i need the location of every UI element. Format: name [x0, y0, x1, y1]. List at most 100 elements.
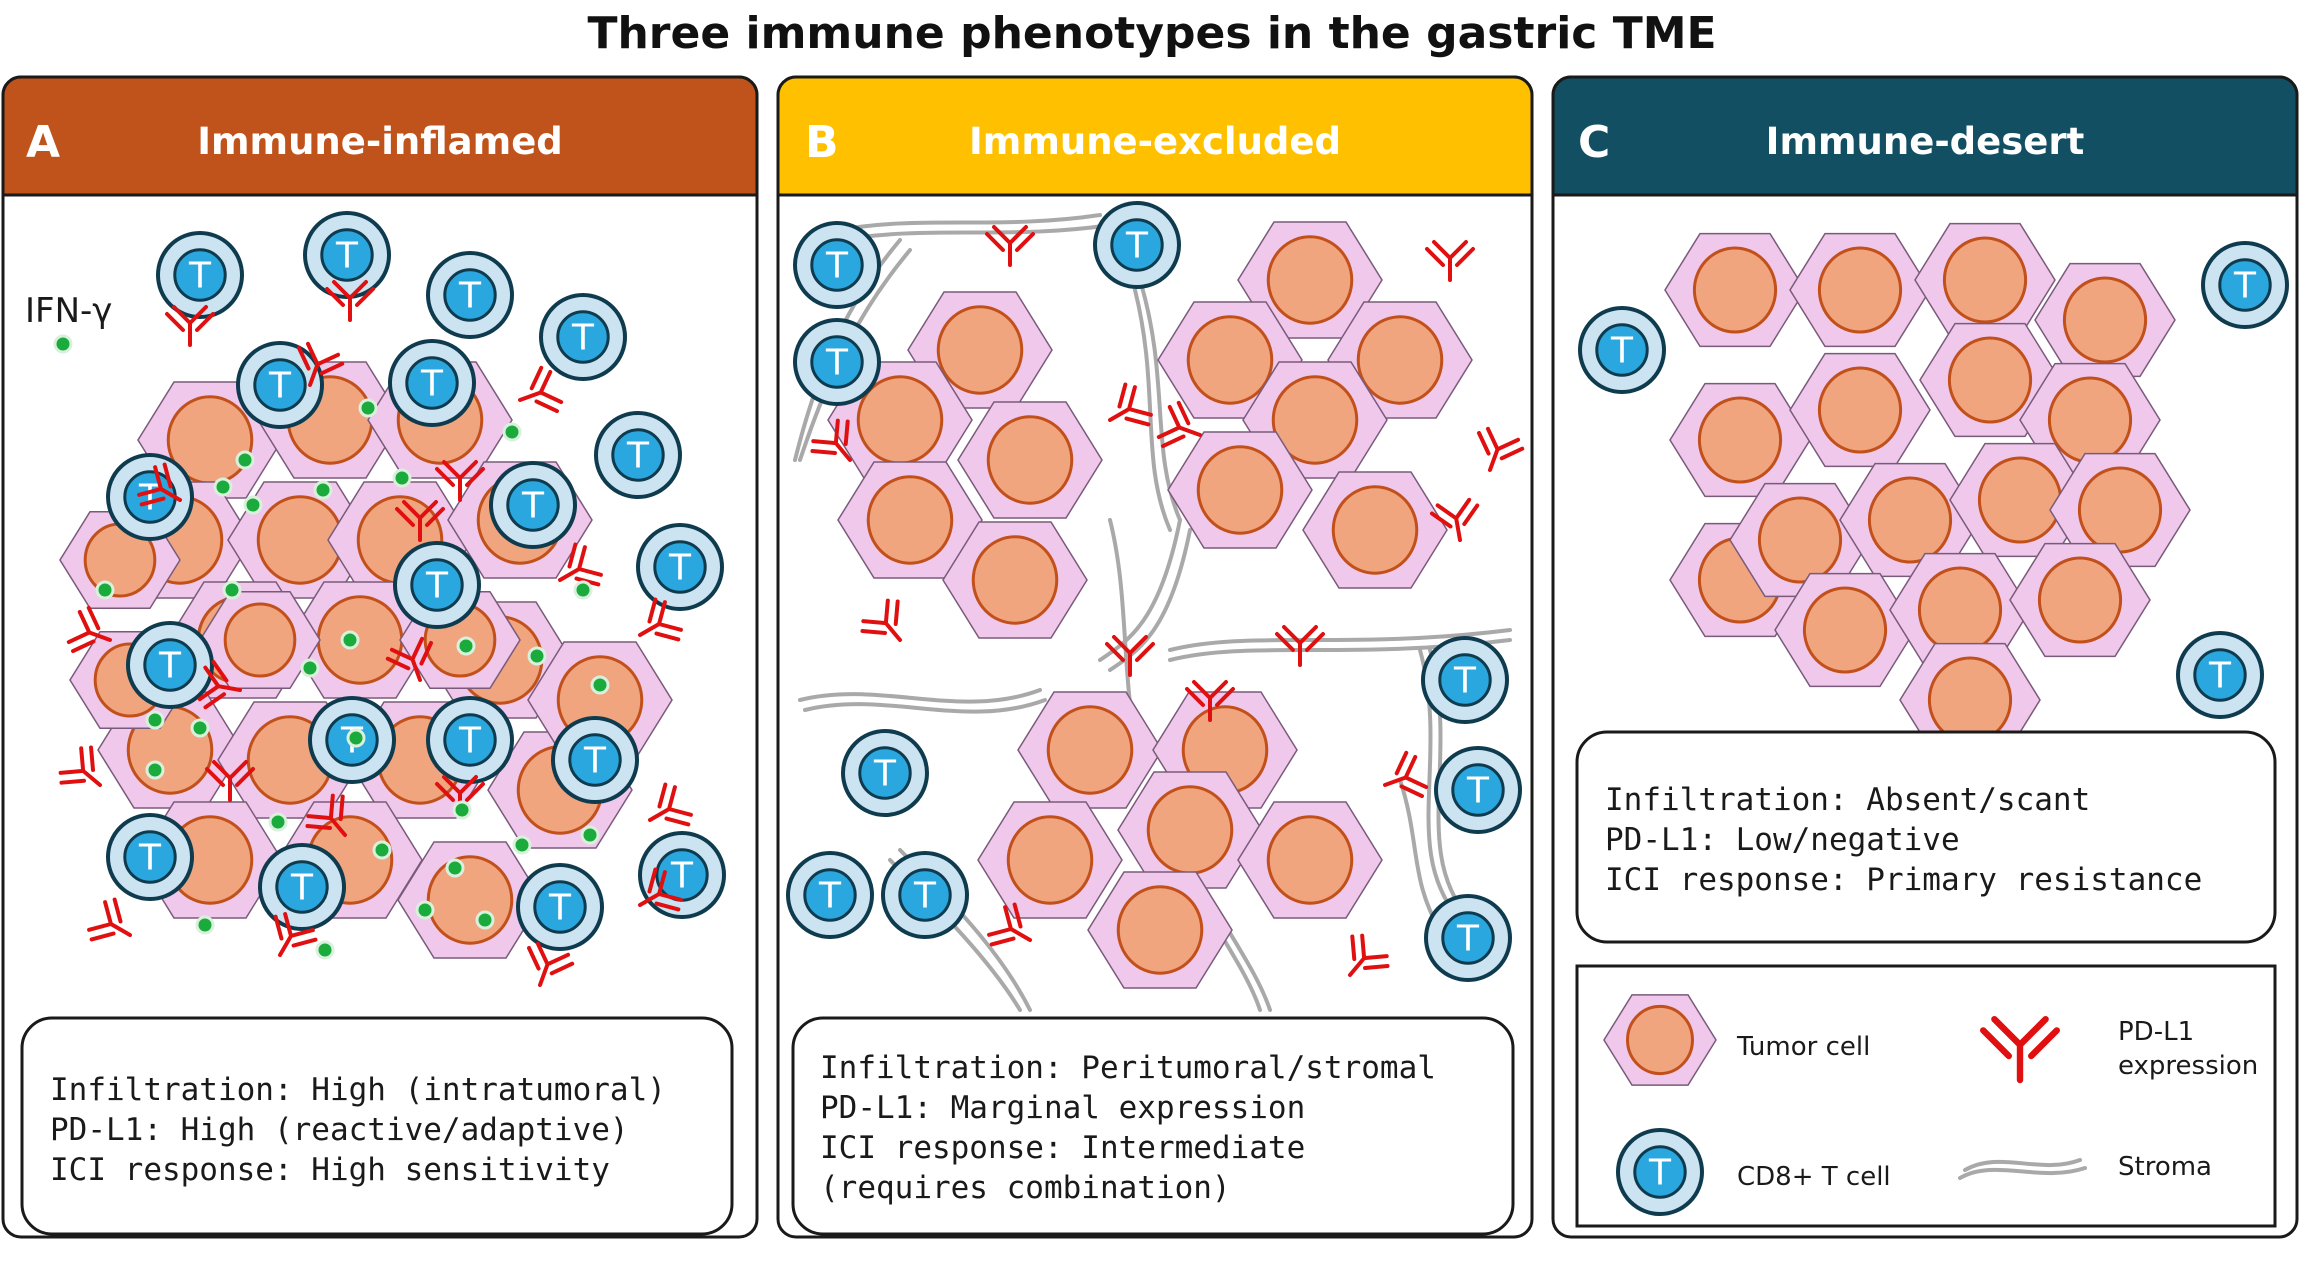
tumor-cell-icon: [942, 521, 1088, 639]
svg-text:T: T: [521, 486, 545, 527]
t-cell-icon: T: [793, 318, 881, 406]
ifn-gamma-dot-icon: [372, 840, 392, 860]
t-cell-icon: T: [793, 221, 881, 309]
ifn-gamma-dot-icon: [580, 825, 600, 845]
stroma-fiber-icon: [798, 688, 1042, 704]
stroma-fiber-icon: [1168, 628, 1512, 652]
pd-l1-icon: [648, 782, 693, 827]
svg-text:T: T: [571, 318, 595, 359]
pd-l1-icon: [1429, 497, 1480, 542]
tumor-cell-icon: [1789, 232, 1931, 348]
svg-text:T: T: [913, 876, 937, 917]
panel-a-info-3: ICI response: High sensitivity: [50, 1152, 610, 1188]
t-cell-icon: T: [388, 339, 476, 427]
panel-b-info-1: Infiltration: Peritumoral/stromal: [820, 1050, 1436, 1086]
t-cell-icon: T: [841, 729, 929, 817]
svg-text:T: T: [1648, 1153, 1672, 1194]
legend-icons: T: [1603, 994, 2087, 1216]
svg-text:T: T: [583, 741, 607, 782]
panel-b-info-box: [791, 1016, 1515, 1236]
svg-text:T: T: [818, 876, 842, 917]
legend-stroma: Stroma: [2118, 1152, 2212, 1182]
ifn-gamma-dot-icon: [213, 477, 233, 497]
svg-text:T: T: [1453, 661, 1477, 702]
pd-l1-icon: [558, 542, 603, 587]
panel-b-info-3: ICI response: Intermediate: [820, 1130, 1305, 1166]
ifn-gamma-dot-icon: [313, 480, 333, 500]
pd-l1-icon: [518, 365, 564, 414]
svg-text:T: T: [425, 566, 449, 607]
stroma-fiber-icon: [838, 213, 1102, 232]
tumor-cell-icon: [1789, 352, 1931, 468]
svg-text:T: T: [290, 868, 314, 909]
tumor-cell-icon: [957, 401, 1103, 519]
tumor-cell-icon: [1919, 322, 2061, 438]
ifn-gamma-dot-icon: [190, 718, 210, 738]
pd-l1-icon: [1425, 240, 1475, 282]
t-cell-icon: T: [1434, 746, 1522, 834]
ifn-gamma-dot-icon: [300, 658, 320, 678]
t-cell-icon: T: [636, 523, 724, 611]
tumor-cell-icon: [1087, 871, 1233, 989]
t-cell-icon: T: [594, 411, 682, 499]
ifn-gamma-dot-icon: [527, 646, 547, 666]
ifn-gamma-dot-icon: [590, 675, 610, 695]
t-cell-icon: T: [551, 716, 639, 804]
tumor-cell-icon: [1914, 222, 2056, 338]
t-cell-icon: T: [426, 696, 514, 784]
svg-text:T: T: [626, 436, 650, 477]
tumor-cell-icon: [837, 461, 983, 579]
tumor-cell-icon: [1167, 431, 1313, 549]
pd-l1-icon: [1185, 680, 1235, 722]
stroma-fiber-icon: [1108, 528, 1192, 672]
panel-c-info-box: [1575, 730, 2277, 944]
t-cell-icon: T: [2201, 241, 2289, 329]
pd-l1-icon: [1105, 635, 1155, 677]
stroma-fiber-icon: [803, 698, 1047, 714]
panel-c-info-1: Infiltration: Absent/scant: [1605, 782, 2090, 818]
svg-text:T: T: [1125, 226, 1149, 267]
panel-c-info-2: PD-L1: Low/negative: [1605, 822, 1960, 858]
svg-text:T: T: [873, 754, 897, 795]
tumor-cell-icon: [1899, 642, 2041, 758]
tumor-cell-icon: [2034, 262, 2176, 378]
stroma-fiber-icon: [1133, 288, 1172, 532]
pd-l1-icon: [325, 280, 375, 322]
ifn-gamma-dot-icon: [243, 495, 263, 515]
ifn-gamma-dot-icon: [195, 915, 215, 935]
pd-l1-icon: [638, 597, 683, 642]
svg-text:T: T: [548, 888, 572, 929]
panel-c-letter: C: [1578, 117, 1610, 168]
panel-a: A Immune-inflamed TTTTTTTTTTTTTTTTTTT IF…: [1, 75, 759, 1239]
t-cell-icon: T: [881, 851, 969, 939]
t-cell-icon: T: [539, 293, 627, 381]
ifn-gamma-dot-icon: [573, 580, 593, 600]
ifn-gamma-dot-icon: [415, 900, 435, 920]
ifn-gamma-dot-icon: [145, 760, 165, 780]
panel-a-title: Immune-inflamed: [197, 120, 563, 163]
t-cell-icon: T: [303, 211, 391, 299]
figure-title: Three immune phenotypes in the gastric T…: [587, 8, 1717, 59]
t-cell-icon: T: [156, 231, 244, 319]
panel-a-info-box: [20, 1016, 734, 1236]
ifn-gamma-dot-icon: [452, 800, 472, 820]
stroma-fiber-icon: [1098, 518, 1182, 662]
stroma-fiber-icon: [1958, 1166, 2087, 1180]
svg-text:T: T: [668, 548, 692, 589]
svg-text:T: T: [825, 246, 849, 287]
tumor-cell-icon: [1302, 471, 1448, 589]
pd-l1-icon: [985, 225, 1035, 267]
ifn-gamma-dot-icon: [392, 468, 412, 488]
legend-pdl1-line1: PD-L1: [2118, 1017, 2194, 1047]
tumor-cell-icon: [1237, 221, 1383, 339]
ifn-gamma-dot-icon: [346, 728, 366, 748]
panel-b-title: Immune-excluded: [969, 120, 1341, 163]
pd-l1-icon: [526, 941, 575, 987]
svg-text:T: T: [138, 838, 162, 879]
panel-a-info-2: PD-L1: High (reactive/adaptive): [50, 1112, 629, 1148]
svg-text:T: T: [670, 856, 694, 897]
t-cell-icon: T: [489, 461, 577, 549]
pd-l1-icon: [305, 793, 347, 837]
pd-l1-icon: [1383, 750, 1429, 799]
stroma-fiber-icon: [1963, 1158, 2082, 1172]
